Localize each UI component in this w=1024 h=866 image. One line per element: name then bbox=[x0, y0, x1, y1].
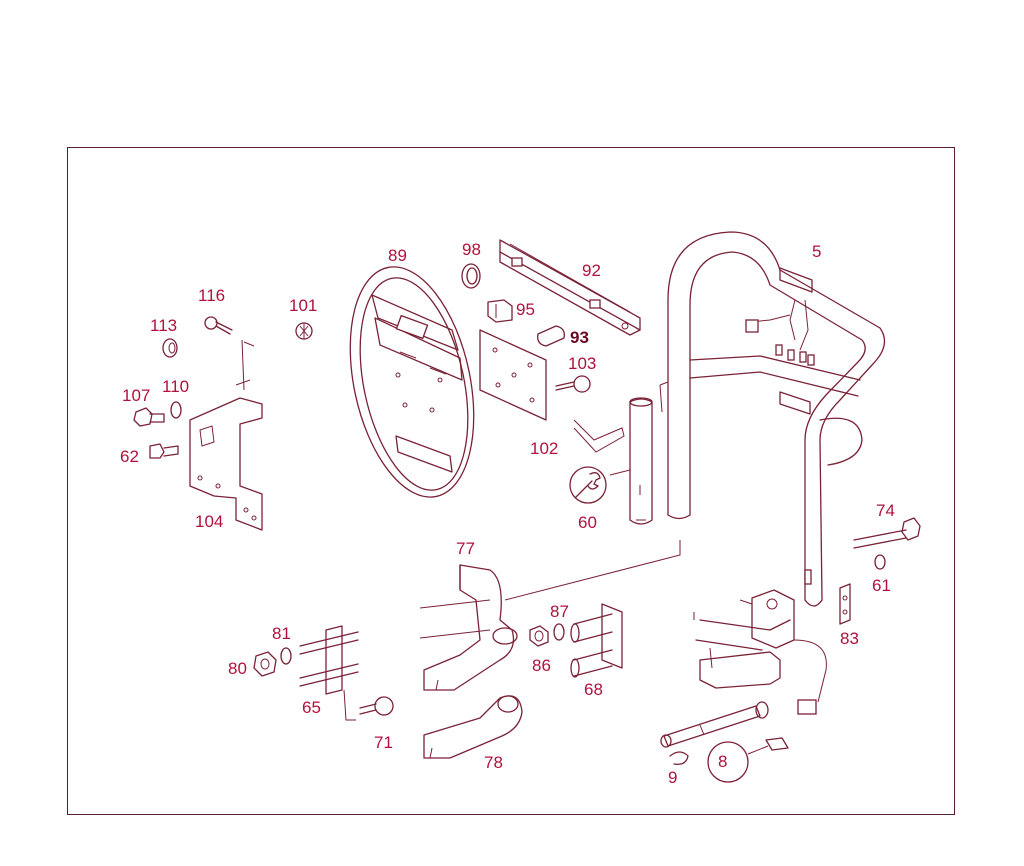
part-78-holder bbox=[423, 695, 523, 759]
label-8: 8 bbox=[718, 752, 728, 771]
label-104: 104 bbox=[195, 512, 224, 531]
diagram-frame bbox=[67, 147, 955, 815]
part-62-bolt bbox=[149, 443, 179, 459]
label-62: 62 bbox=[120, 447, 139, 466]
label-95: 95 bbox=[516, 300, 535, 319]
label-107: 107 bbox=[122, 386, 151, 405]
label-116: 116 bbox=[198, 286, 226, 305]
part-65-bolt-plate bbox=[299, 625, 359, 721]
label-61: 61 bbox=[872, 576, 891, 595]
part-74-bolt bbox=[853, 517, 921, 549]
part-107-bolt bbox=[133, 407, 165, 427]
label-102: 102 bbox=[530, 439, 559, 458]
part-89-spare-wheel bbox=[349, 266, 475, 498]
label-65: 65 bbox=[302, 698, 321, 717]
label-5: 5 bbox=[812, 242, 822, 261]
part-lock-mechanism bbox=[693, 589, 827, 715]
part-116-screw bbox=[204, 316, 233, 335]
part-103-screw bbox=[555, 375, 591, 393]
part-61-cap bbox=[874, 554, 886, 570]
part-80-nut bbox=[253, 651, 277, 677]
part-95-clip bbox=[487, 299, 513, 323]
label-101: 101 bbox=[289, 296, 318, 315]
part-98-ring bbox=[461, 263, 481, 289]
part-77-holder bbox=[419, 540, 681, 691]
label-110: 110 bbox=[162, 377, 190, 396]
label-9: 9 bbox=[668, 768, 678, 787]
part-104-bracket bbox=[189, 339, 263, 531]
part-71-screw bbox=[359, 696, 394, 716]
label-92: 92 bbox=[582, 261, 601, 280]
part-86-nut bbox=[529, 625, 549, 647]
label-74: 74 bbox=[876, 501, 895, 520]
part-87-washer bbox=[553, 623, 565, 641]
part-93-plug bbox=[537, 325, 565, 347]
label-81: 81 bbox=[272, 624, 291, 643]
label-86: 86 bbox=[532, 656, 551, 675]
part-101-washer bbox=[295, 322, 313, 340]
label-87: 87 bbox=[550, 602, 569, 621]
label-103: 103 bbox=[568, 354, 597, 373]
part-81-washer bbox=[280, 647, 292, 665]
label-77: 77 bbox=[456, 539, 475, 558]
wrench-icon bbox=[569, 466, 607, 504]
label-71: 71 bbox=[374, 733, 393, 752]
part-92-bracket-bar bbox=[499, 239, 641, 336]
label-68: 68 bbox=[584, 680, 603, 699]
label-93: 93 bbox=[570, 328, 589, 347]
part-8-callout-circle bbox=[707, 737, 789, 783]
part-gas-strut bbox=[660, 701, 769, 748]
label-80: 80 bbox=[228, 659, 247, 678]
part-60-post bbox=[573, 397, 653, 525]
part-113-bushing bbox=[162, 338, 178, 358]
label-113: 113 bbox=[150, 316, 178, 335]
part-102-plate bbox=[479, 329, 547, 421]
part-9-clip bbox=[669, 751, 689, 765]
label-60: 60 bbox=[578, 513, 597, 532]
part-68-bolt-plate bbox=[570, 603, 623, 678]
part-83-bracket bbox=[839, 583, 851, 625]
label-98: 98 bbox=[462, 240, 481, 259]
label-83: 83 bbox=[840, 629, 859, 648]
part-5-carrier-frame bbox=[659, 231, 886, 607]
part-110-washer bbox=[170, 401, 182, 419]
label-78: 78 bbox=[484, 753, 503, 772]
label-89: 89 bbox=[388, 246, 407, 265]
